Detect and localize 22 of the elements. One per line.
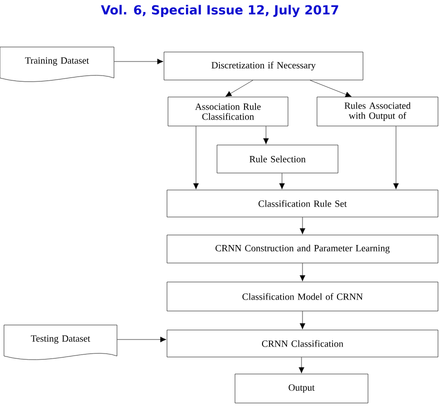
arrow [225, 80, 254, 97]
arrow [300, 263, 306, 282]
arrow [310, 80, 352, 98]
process-box: Rules Associated with Output of [316, 96, 438, 126]
process-box: Discretization if Necessary [164, 52, 364, 80]
process-box: Classification Model of CRNN [166, 282, 438, 312]
arrow [117, 336, 166, 342]
process-box: Association Rule Classification [168, 96, 288, 126]
arrow [300, 311, 306, 330]
page-header: Vol. 6, Special Issue 12, July 2017 [100, 4, 338, 18]
arrow [279, 173, 285, 190]
process-box: Classification Rule Set [166, 190, 438, 218]
arrow [114, 58, 164, 64]
arrow [298, 357, 304, 374]
arrow [393, 126, 399, 190]
arrow [193, 126, 199, 190]
process-box: Rule Selection [216, 144, 338, 174]
process-box: CRNN Construction and Parameter Learning [166, 234, 438, 264]
process-box: CRNN Classification [166, 330, 438, 358]
process-box: Output [234, 374, 368, 404]
arrow [300, 217, 306, 234]
arrow [263, 126, 269, 144]
